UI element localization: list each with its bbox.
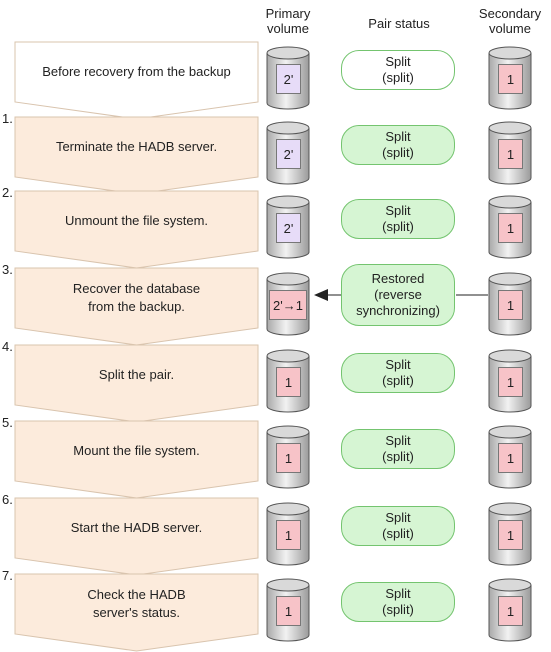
step-number: 1. [2,111,13,126]
secondary-volume-cylinder: 1 [488,502,532,566]
step-text: Terminate the HADB server. [55,139,218,154]
primary-volume-label: 2'→1 [269,290,307,320]
step-number: 2. [2,185,13,200]
step-arrow-shape [14,344,259,423]
secondary-volume-cylinder: 1 [488,121,532,185]
primary-volume-cylinder: 2' [266,46,310,110]
step-number: 5. [2,415,13,430]
step-text: Unmount the file system. [64,213,209,228]
step-arrow-shape [14,497,259,576]
step-text: Mount the file system. [73,443,200,458]
secondary-volume-cylinder: 1 [488,46,532,110]
pair-status-badge: Split(split) [341,125,455,165]
step-number: 4. [2,339,13,354]
pair-status-badge: Split(split) [341,353,455,393]
secondary-volume-label: 1 [498,443,523,473]
primary-volume-cylinder: 2' [266,195,310,259]
secondary-volume-label: 1 [498,367,523,397]
primary-volume-cylinder: 1 [266,502,310,566]
primary-volume-label: 1 [276,443,301,473]
primary-volume-label: 2' [276,213,301,243]
primary-volume-label: 2' [276,139,301,169]
primary-volume-cylinder: 1 [266,578,310,642]
secondary-volume-cylinder: 1 [488,272,532,336]
secondary-volume-cylinder: 1 [488,195,532,259]
secondary-volume-label: 1 [498,64,523,94]
pair-status-badge: Split(split) [341,429,455,469]
primary-volume-label: 1 [276,367,301,397]
primary-volume-label: 1 [276,596,301,626]
secondary-volume-label: 1 [498,290,523,320]
step-number: 7. [2,568,13,583]
step-arrow-shape [14,41,259,120]
pair-status-badge: Split(split) [341,582,455,622]
step-arrow-shape [14,116,259,195]
step-arrow-shape [14,573,259,652]
step-text: Before recovery from the backup [42,64,231,79]
step-text: Start the HADB server. [70,520,203,535]
step-arrow-shape [14,190,259,269]
secondary-volume-label: 1 [498,596,523,626]
primary-volume-cylinder: 2' [266,121,310,185]
secondary-volume-label: 1 [498,520,523,550]
secondary-volume-label: 1 [498,139,523,169]
step-number: 3. [2,262,13,277]
pair-status-badge: Split(split) [341,506,455,546]
pair-status-badge: Split(split) [341,50,455,90]
primary-volume-cylinder: 1 [266,425,310,489]
primary-volume-cylinder: 1 [266,349,310,413]
primary-volume-label: 1 [276,520,301,550]
secondary-volume-cylinder: 1 [488,425,532,489]
primary-volume-label: 2' [276,64,301,94]
primary-volume-cylinder: 2'→1 [266,272,310,336]
step-number: 6. [2,492,13,507]
step-arrow-shape [14,267,259,346]
sync-arrowhead [314,289,328,301]
secondary-volume-cylinder: 1 [488,578,532,642]
pair-status-badge: Split(split) [341,199,455,239]
secondary-volume-label: 1 [498,213,523,243]
step-text: Split the pair. [98,367,175,382]
secondary-volume-cylinder: 1 [488,349,532,413]
step-arrow-shape [14,420,259,499]
header-primary-volume: Primary volume [265,6,311,36]
header-secondary-volume: Secondary volume [478,6,542,36]
header-pair-status: Pair status [368,16,430,31]
